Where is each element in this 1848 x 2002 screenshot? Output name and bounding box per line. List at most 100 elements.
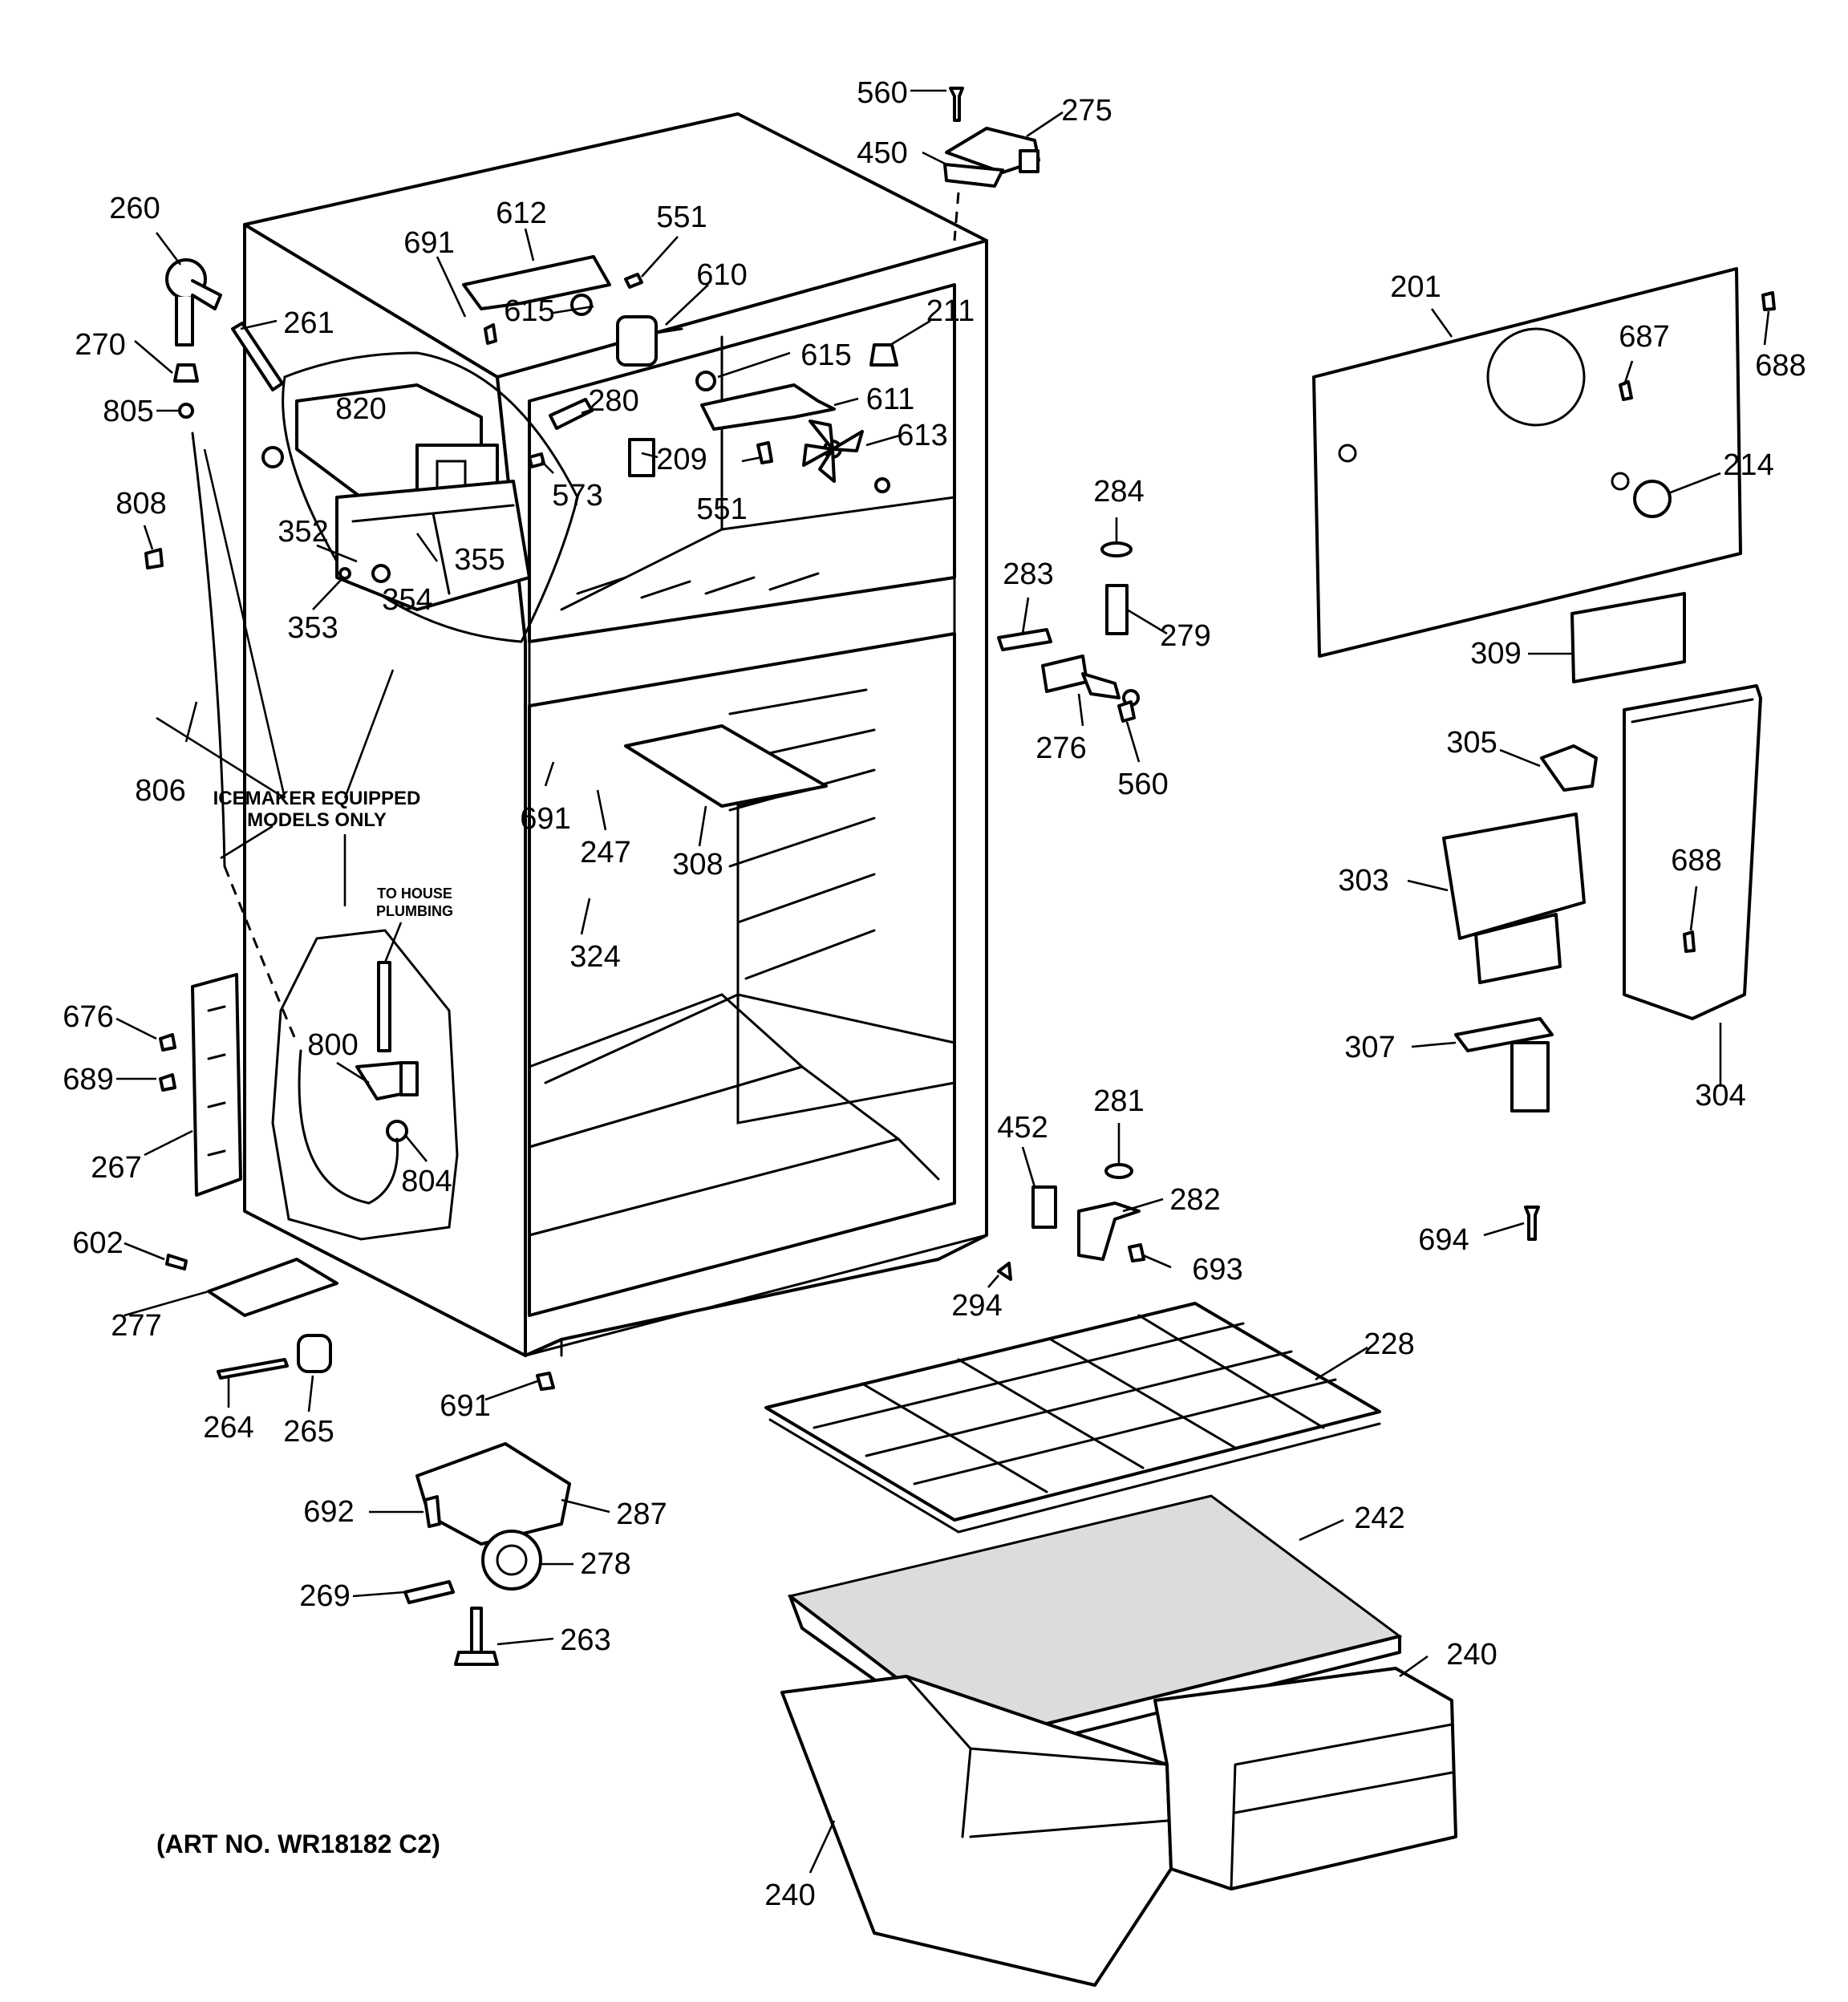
wire-shelf-228 [764,1302,1381,1534]
fitting-804 [386,1120,408,1142]
water-valve-800 [355,961,419,1100]
callout-281: 281 [1093,1084,1144,1118]
shim-452 [1031,1185,1057,1229]
callout-688: 688 [1671,844,1721,877]
part-211 [869,343,898,367]
axle-269 [403,1580,455,1604]
callout-214: 214 [1723,448,1773,482]
callout-352: 352 [278,515,328,549]
callout-280: 280 [588,384,638,418]
callout-283: 283 [1003,557,1053,591]
callout-551: 551 [696,492,747,526]
bracket-267 [191,973,242,1197]
screw-691c [536,1372,555,1391]
leader-lines [116,89,1770,1874]
screw-687 [1619,380,1633,401]
fan-blade-613 [802,419,890,493]
supply-tube [298,1049,399,1205]
plumbing-note-line2: PLUMBING [376,903,453,919]
callout-270: 270 [75,328,125,362]
callout-688: 688 [1755,349,1805,383]
axle-264 [217,1358,289,1380]
callout-602: 602 [72,1226,123,1260]
screw-551a [624,273,643,289]
callout-282: 282 [1169,1183,1220,1217]
callout-277: 277 [111,1309,161,1343]
screw-573 [528,452,545,468]
callout-560: 560 [857,76,907,110]
part-294 [997,1262,1012,1281]
callout-303: 303 [1338,864,1388,898]
icemaker-assembly [261,383,531,611]
callout-201: 201 [1390,270,1441,304]
callout-209: 209 [656,443,707,476]
leveler-263 [454,1607,499,1666]
callout-355: 355 [454,543,505,577]
knob-214 [1633,480,1672,518]
callout-260: 260 [109,192,160,225]
callout-269: 269 [299,1579,350,1613]
callout-279: 279 [1160,619,1210,653]
roller-278 [481,1530,542,1591]
callout-691: 691 [520,802,570,836]
callout-551: 551 [656,201,707,234]
control-housing-303 [1442,813,1586,984]
callout-613: 613 [897,419,947,452]
callout-labels: 560 275 450 260 612 551 691 610 261 211 … [63,76,1805,1912]
callout-573: 573 [552,479,602,513]
screw-692 [424,1495,441,1528]
plumbing-note-line1: TO HOUSE [377,886,452,902]
callout-324: 324 [569,940,620,974]
fill-tube-261 [231,322,284,391]
refrigerator-cabinet [243,112,988,1357]
callout-612: 612 [496,197,546,230]
screw-602 [165,1254,188,1270]
callout-806: 806 [135,774,185,808]
callout-308: 308 [672,848,723,881]
center-hinge-276 [1041,654,1140,707]
shim-450 [943,163,1004,188]
screw-353 [338,567,351,580]
screw-688a [1761,291,1776,311]
screw-615a [570,294,593,316]
pin-279 [1105,584,1129,635]
water-inlet-260 [165,258,222,346]
callout-804: 804 [401,1165,452,1198]
callout-265: 265 [283,1415,334,1449]
roller-bracket-287 [415,1442,571,1546]
callout-615: 615 [800,338,851,372]
callout-692: 692 [303,1495,354,1529]
callout-689: 689 [63,1063,113,1096]
callout-309: 309 [1470,637,1521,671]
callout-305: 305 [1446,726,1497,760]
callout-287: 287 [616,1497,667,1531]
callout-805: 805 [103,395,153,428]
callout-353: 353 [287,611,338,645]
callout-240: 240 [764,1878,815,1912]
rear-cover-201 [1312,267,1742,658]
art-number: (ART NO. WR18182 C2) [156,1830,440,1858]
screw-689 [159,1073,176,1092]
screw-676 [159,1033,176,1052]
callout-242: 242 [1354,1502,1404,1535]
callout-263: 263 [560,1623,610,1657]
callout-247: 247 [580,836,630,869]
callout-452: 452 [997,1111,1048,1145]
callout-264: 264 [203,1411,253,1445]
callout-691: 691 [403,226,454,260]
screw-560 [949,87,964,122]
washer-284 [1100,541,1133,557]
callout-240: 240 [1446,1638,1497,1672]
leveler-bracket-277 [207,1258,338,1317]
screw-551b [756,441,773,464]
callout-808: 808 [116,487,166,521]
shim-283 [997,628,1052,651]
callout-694: 694 [1418,1223,1469,1257]
callout-820: 820 [335,392,386,426]
callout-615: 615 [504,294,554,328]
callout-560: 560 [1117,768,1168,801]
crisper-drawer-240-right [1153,1667,1457,1891]
callout-228: 228 [1364,1327,1414,1361]
roller-265 [297,1334,332,1373]
callout-275: 275 [1061,94,1112,128]
